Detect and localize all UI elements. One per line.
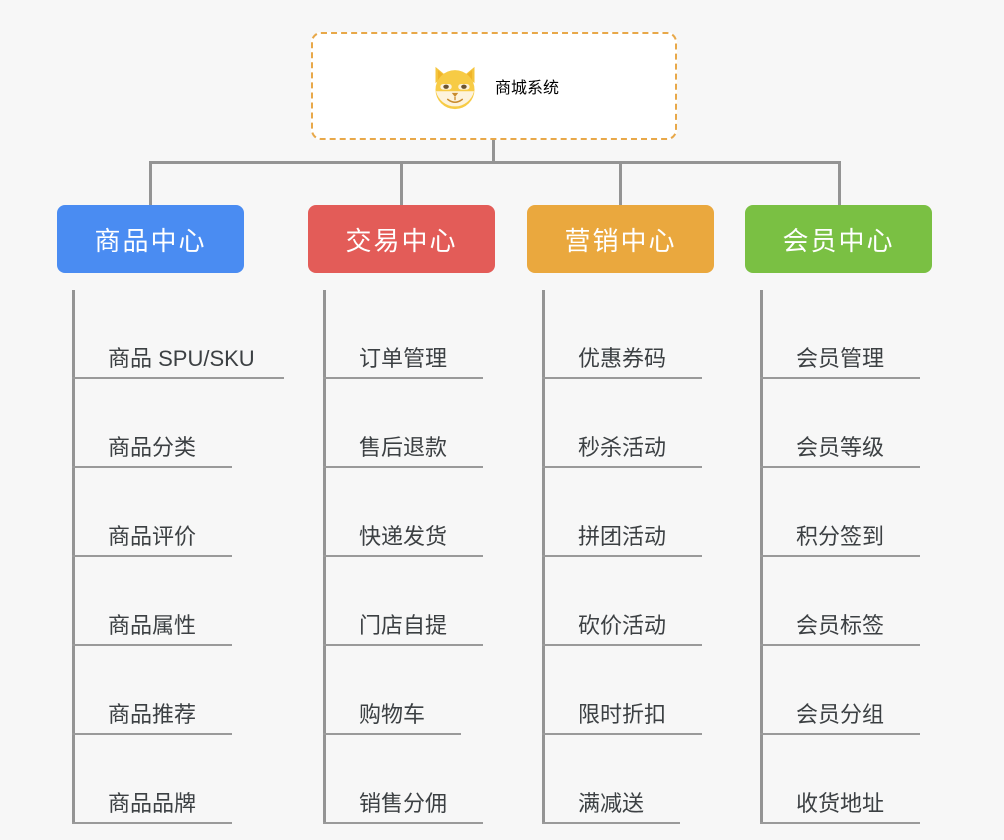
list-item[interactable]: 限时折扣: [542, 646, 714, 735]
leaf-label: 快递发货: [359, 523, 448, 549]
leaf-label: 满减送: [578, 790, 645, 816]
leaf-underline: [760, 555, 920, 557]
leaf-underline: [72, 822, 232, 824]
leaf-label: 售后退款: [359, 434, 448, 460]
leaf-label: 订单管理: [359, 345, 448, 371]
list-item[interactable]: 商品属性: [72, 557, 244, 646]
list-item[interactable]: 秒杀活动: [542, 379, 714, 468]
leaf-label: 商品分类: [108, 434, 197, 460]
leaf-underline: [72, 733, 232, 735]
list-item[interactable]: 满减送: [542, 735, 714, 824]
leaf-underline: [323, 555, 483, 557]
leaf-underline: [542, 466, 702, 468]
list-item[interactable]: 优惠券码: [542, 290, 714, 379]
leaf-list-trade: 订单管理 售后退款 快递发货 门店自提 购物车 销售分佣: [323, 290, 495, 824]
leaf-label: 门店自提: [359, 612, 448, 638]
category-column-trade: 交易中心 订单管理 售后退款 快递发货 门店自提 购物车: [308, 205, 495, 824]
leaf-list-product: 商品 SPU/SKU 商品分类 商品评价 商品属性 商品推荐 商品品牌: [72, 290, 284, 824]
list-item[interactable]: 会员标签: [760, 557, 932, 646]
leaf-underline: [72, 466, 232, 468]
connector-drop-col-1: [149, 161, 152, 207]
list-item[interactable]: 砍价活动: [542, 557, 714, 646]
list-item[interactable]: 商品评价: [72, 468, 244, 557]
leaf-label: 商品品牌: [108, 790, 197, 816]
list-item[interactable]: 拼团活动: [542, 468, 714, 557]
category-header-label: 交易中心: [345, 225, 458, 256]
leaf-underline: [323, 466, 483, 468]
category-header-marketing[interactable]: 营销中心: [527, 205, 714, 273]
list-item[interactable]: 门店自提: [323, 557, 495, 646]
category-header-trade[interactable]: 交易中心: [308, 205, 495, 273]
leaf-label: 商品评价: [108, 523, 197, 549]
leaf-underline: [323, 822, 483, 824]
leaf-underline: [542, 822, 680, 824]
list-item[interactable]: 商品推荐: [72, 646, 244, 735]
leaf-underline: [323, 733, 461, 735]
list-item[interactable]: 商品品牌: [72, 735, 244, 824]
shiba-dog-face-icon: [435, 66, 475, 110]
category-column-marketing: 营销中心 优惠券码 秒杀活动 拼团活动 砍价活动 限时折扣: [527, 205, 714, 824]
list-item[interactable]: 快递发货: [323, 468, 495, 557]
leaf-label: 拼团活动: [578, 523, 667, 549]
leaf-label: 优惠券码: [578, 345, 667, 371]
leaf-label: 销售分佣: [359, 790, 448, 816]
leaf-underline: [542, 377, 702, 379]
root-node[interactable]: 商城系统: [311, 32, 677, 140]
connector-root-stem: [492, 140, 495, 164]
leaf-underline: [542, 644, 702, 646]
list-item[interactable]: 售后退款: [323, 379, 495, 468]
leaf-underline: [72, 644, 232, 646]
list-item[interactable]: 会员分组: [760, 646, 932, 735]
root-title: 商城系统: [494, 80, 559, 97]
category-column-member: 会员中心 会员管理 会员等级 积分签到 会员标签 会员分组: [745, 205, 932, 824]
leaf-underline: [760, 733, 920, 735]
connector-drop-col-4: [838, 161, 841, 207]
leaf-label: 会员标签: [796, 612, 885, 638]
leaf-label: 会员等级: [796, 434, 885, 460]
connector-drop-col-2: [400, 161, 403, 207]
leaf-list-member: 会员管理 会员等级 积分签到 会员标签 会员分组 收货地址: [760, 290, 932, 824]
leaf-underline: [72, 555, 232, 557]
leaf-label: 秒杀活动: [578, 434, 667, 460]
connector-bus: [149, 161, 841, 164]
leaf-label: 会员管理: [796, 345, 885, 371]
category-header-label: 营销中心: [564, 225, 677, 256]
category-header-member[interactable]: 会员中心: [745, 205, 932, 273]
leaf-label: 积分签到: [796, 523, 885, 549]
leaf-underline: [760, 377, 920, 379]
leaf-underline: [760, 466, 920, 468]
connector-drop-col-3: [619, 161, 622, 207]
list-item[interactable]: 订单管理: [323, 290, 495, 379]
leaf-label: 商品推荐: [108, 701, 197, 727]
leaf-underline: [760, 644, 920, 646]
leaf-label: 会员分组: [796, 701, 885, 727]
list-item[interactable]: 商品分类: [72, 379, 244, 468]
leaf-underline: [323, 644, 483, 646]
category-header-label: 会员中心: [782, 225, 895, 256]
list-item[interactable]: 会员等级: [760, 379, 932, 468]
list-item[interactable]: 商品 SPU/SKU: [72, 290, 284, 379]
leaf-underline: [323, 377, 483, 379]
category-header-label: 商品中心: [94, 225, 207, 256]
leaf-underline: [760, 822, 920, 824]
leaf-label: 限时折扣: [578, 701, 667, 727]
leaf-label: 商品属性: [108, 612, 197, 638]
category-header-product[interactable]: 商品中心: [57, 205, 244, 273]
list-item[interactable]: 会员管理: [760, 290, 932, 379]
leaf-label: 购物车: [359, 701, 426, 727]
list-item[interactable]: 销售分佣: [323, 735, 495, 824]
category-column-product: 商品中心 商品 SPU/SKU 商品分类 商品评价 商品属性 商品推荐: [57, 205, 284, 824]
list-item[interactable]: 积分签到: [760, 468, 932, 557]
leaf-label: 砍价活动: [578, 612, 667, 638]
leaf-label: 收货地址: [796, 790, 885, 816]
leaf-underline: [542, 733, 702, 735]
leaf-underline: [542, 555, 702, 557]
leaf-list-marketing: 优惠券码 秒杀活动 拼团活动 砍价活动 限时折扣 满减送: [542, 290, 714, 824]
leaf-label: 商品 SPU/SKU: [108, 345, 255, 371]
list-item[interactable]: 收货地址: [760, 735, 932, 824]
leaf-underline: [72, 377, 284, 379]
list-item[interactable]: 购物车: [323, 646, 495, 735]
